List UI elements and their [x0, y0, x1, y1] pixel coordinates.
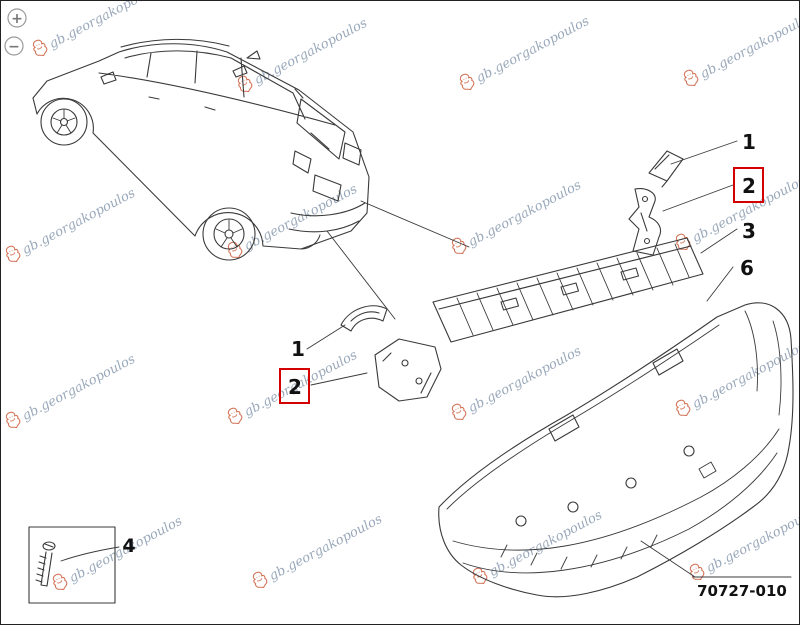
screw-illustration — [35, 541, 56, 587]
watermark-text: gb.georgakopoulos — [20, 352, 138, 424]
watermark-text: gb.georgakopoulos — [242, 182, 360, 254]
watermark: gb.georgakopoulos — [3, 352, 138, 431]
callout-1-left[interactable]: 1 — [291, 337, 305, 361]
callout-label[interactable]: 2 — [288, 375, 302, 399]
watermark: gb.georgakopoulos — [449, 178, 584, 257]
part-bracket-side-left — [374, 338, 442, 402]
callout-label[interactable]: 1 — [291, 337, 305, 361]
callout-label[interactable]: 2 — [742, 174, 756, 198]
watermark: gb.georgakopoulos — [3, 186, 138, 265]
vehicle-body-outline — [32, 43, 370, 250]
watermark-text: gb.georgakopoulos — [252, 16, 370, 88]
watermark-text: gb.georgakopoulos — [20, 186, 138, 258]
watermark-text: gb.georgakopoulos — [690, 340, 800, 412]
watermark: gb.georgakopoulos — [457, 14, 592, 93]
watermark-text: gb.georgakopoulos — [487, 508, 605, 580]
zoom-in-icon[interactable] — [7, 8, 27, 28]
watermark-text: gb.georgakopoulos — [474, 14, 592, 86]
callout-label[interactable]: 1 — [742, 130, 756, 154]
watermark: gb.georgakopoulos — [250, 512, 385, 591]
front-wheel — [40, 98, 88, 146]
watermark-text: gb.georgakopoulos — [466, 344, 584, 416]
watermark: gb.georgakopoulos — [235, 16, 370, 95]
code-leader-line — [640, 540, 792, 578]
inset-box — [28, 526, 116, 604]
callout-label[interactable]: 6 — [740, 256, 754, 280]
watermark-text: gb.georgakopoulos — [267, 512, 385, 584]
watermark: gb.georgakopoulos — [449, 344, 584, 423]
callout-2-right-highlighted[interactable]: 2 — [733, 167, 764, 203]
part-bracket-side-right — [628, 188, 662, 256]
highlight-box — [733, 167, 764, 203]
callout-4-inset[interactable]: 4 — [122, 535, 135, 557]
callout-1-right[interactable]: 1 — [742, 130, 756, 154]
zoom-out-glyph[interactable]: − — [8, 39, 20, 55]
watermark: gb.georgakopoulos — [681, 10, 800, 89]
leader-lines — [306, 140, 738, 386]
part-bumper-cover — [438, 302, 794, 598]
leader-line-set — [306, 140, 738, 386]
part-bracket-upper-left — [340, 305, 388, 332]
watermark: gb.georgakopoulos — [673, 174, 799, 253]
watermark: gb.georgakopoulos — [30, 1, 165, 59]
callout-3-right[interactable]: 3 — [742, 219, 756, 243]
zoom-in-glyph[interactable]: + — [11, 11, 23, 27]
fastener-inset — [28, 526, 120, 604]
highlight-box — [279, 368, 310, 404]
callout-label[interactable]: 3 — [742, 219, 756, 243]
zoom-out-icon[interactable] — [4, 36, 24, 56]
zoom-out-button[interactable]: − — [4, 36, 24, 56]
watermark-text: gb.georgakopoulos — [704, 504, 800, 576]
rear-wheel — [202, 207, 256, 261]
watermark-text: gb.georgakopoulos — [466, 178, 584, 250]
watermark: gb.georgakopoulos — [470, 508, 605, 587]
callout-label[interactable]: 4 — [122, 535, 135, 557]
vehicle-details — [98, 38, 366, 250]
part-reinforcement-bar — [432, 237, 704, 343]
diagram-code-text: 70727-010 — [697, 582, 787, 600]
diagram-code: 70727-010 — [640, 540, 792, 600]
watermark: gb.georgakopoulos — [50, 514, 185, 593]
callout-2-left-highlighted[interactable]: 2 — [279, 368, 310, 404]
watermark-text: gb.georgakopoulos — [47, 1, 165, 52]
zoom-in-button[interactable]: + — [7, 8, 27, 28]
watermark-layer: gb.georgakopoulos gb.georgakopoulos gb.g… — [3, 1, 800, 593]
watermark-text: gb.georgakopoulos — [698, 10, 800, 82]
callout-6-right[interactable]: 6 — [740, 256, 754, 280]
inset-leader-line — [60, 546, 120, 562]
part-bracket-upper-right — [648, 150, 684, 188]
